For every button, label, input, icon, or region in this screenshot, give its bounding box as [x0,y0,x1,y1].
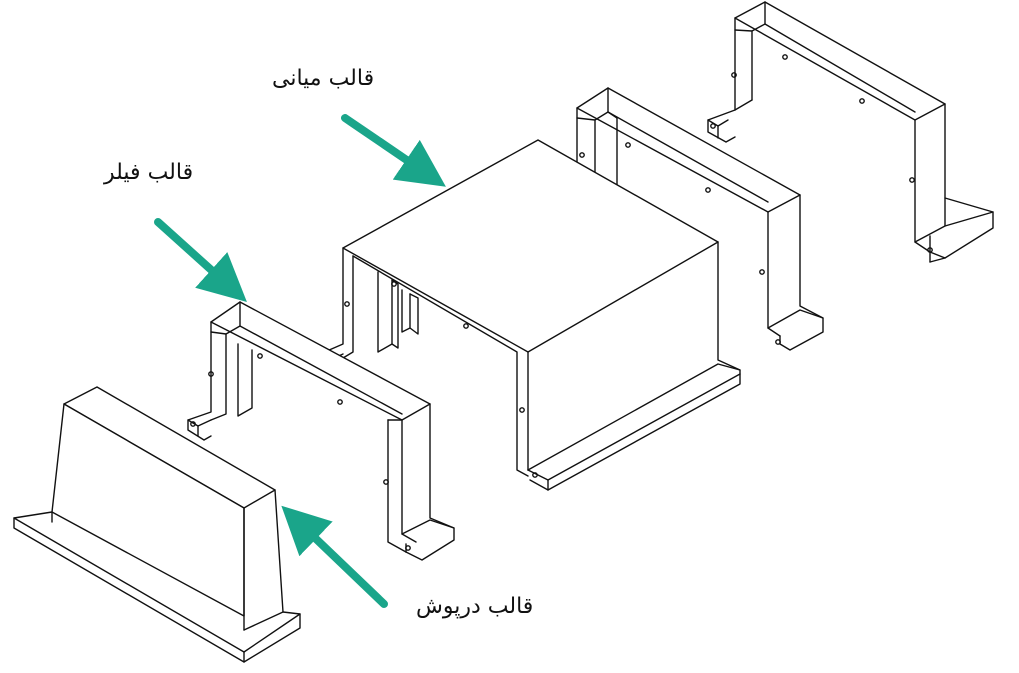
arrow-middle-mold [345,118,446,187]
door-mold [14,387,300,662]
arrow-filler-mold [158,222,247,303]
middle-mold-box [320,140,740,490]
label-filler-mold: قالب فیلر [104,160,194,185]
back-frame [708,2,993,262]
arrow-door-mold [281,505,384,604]
label-door-mold: قالب درپوش [416,594,534,619]
label-middle-mold: قالب میانی [272,66,375,91]
filler-frame [188,302,454,560]
